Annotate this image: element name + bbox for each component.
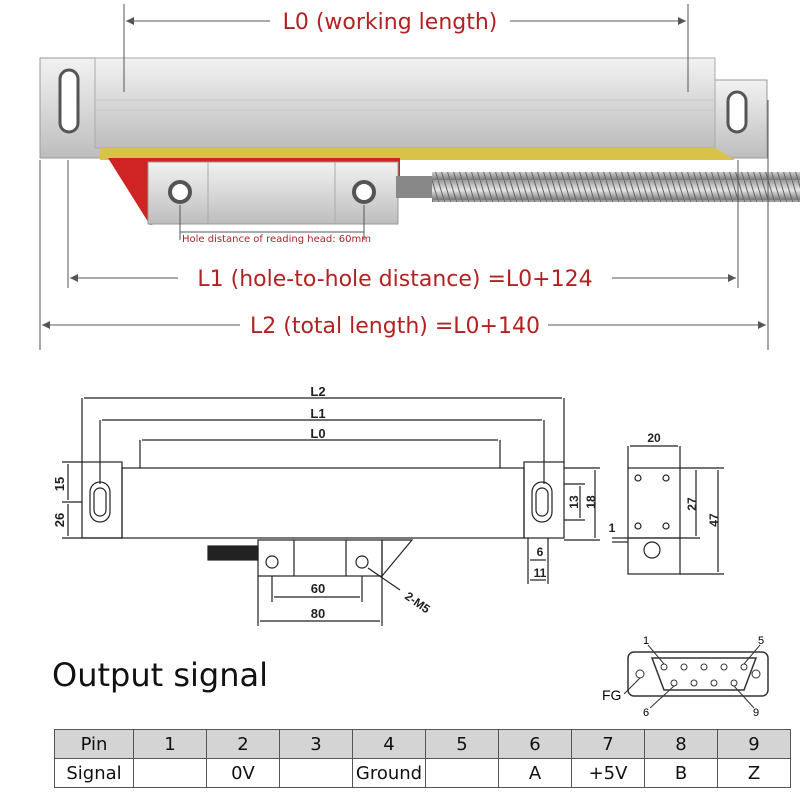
pin-cell: 8 <box>644 729 718 759</box>
signal-row: Signal 0V Ground A +5V B Z <box>54 758 791 788</box>
drawing-l2: L2 <box>310 384 325 399</box>
db9-connector: 1 5 6 9 FG <box>602 635 769 719</box>
head-hole-right <box>352 180 376 204</box>
pin-cell: 5 <box>425 729 499 759</box>
scale-photo: L0 (working length) Hole distance of rea… <box>39 4 800 350</box>
pin-cell: 3 <box>279 729 353 759</box>
pin-row-label: Pin <box>54 729 134 759</box>
pin-row: Pin 1 2 3 4 5 6 7 8 9 <box>54 729 791 759</box>
scale-body <box>94 57 716 149</box>
pin5-label: 5 <box>758 635 764 647</box>
signal-cell: A <box>498 758 572 788</box>
fg-label: FG <box>602 687 621 703</box>
drawing-18: 18 <box>584 495 598 509</box>
left-mount-slot <box>58 68 80 134</box>
pin9-label: 9 <box>753 707 759 719</box>
head-note: Hole distance of reading head: 60mm <box>182 234 371 245</box>
drawing-l0: L0 <box>310 426 325 441</box>
drawing-47: 47 <box>707 513 721 527</box>
drawing-1: 1 <box>609 521 616 535</box>
cable-gland <box>396 176 436 198</box>
signal-cell <box>279 758 353 788</box>
armored-cable <box>432 172 800 202</box>
drawing-15: 15 <box>52 477 67 491</box>
pin-cell: 1 <box>133 729 207 759</box>
l2-label: L2 (total length) =L0+140 <box>250 314 540 339</box>
pin-cell: 9 <box>717 729 791 759</box>
technical-drawing <box>62 397 724 626</box>
drawing-l1: L1 <box>310 406 325 421</box>
pin-cell: 7 <box>571 729 645 759</box>
pin-cell: 2 <box>206 729 280 759</box>
right-mount-slot <box>726 90 748 134</box>
drawing-left-cap <box>81 461 123 539</box>
l1-label: L1 (hole-to-hole distance) =L0+124 <box>197 267 592 292</box>
signal-cell: B <box>644 758 718 788</box>
drawing-m5: 2-M5 <box>402 589 433 616</box>
seal-strip <box>100 148 735 160</box>
pin-table: Pin 1 2 3 4 5 6 7 8 9 Signal 0V Ground A… <box>54 729 791 788</box>
signal-cell: +5V <box>571 758 645 788</box>
output-signal-title: Output signal <box>52 656 268 694</box>
signal-cell <box>133 758 207 788</box>
drawing-27: 27 <box>685 497 699 511</box>
drawing-body <box>121 467 525 539</box>
drawing-60: 60 <box>311 581 325 596</box>
drawing-11: 11 <box>534 566 547 580</box>
signal-cell: Ground <box>352 758 426 788</box>
signal-cell: 0V <box>206 758 280 788</box>
drawing-26: 26 <box>52 513 67 527</box>
signal-row-label: Signal <box>54 758 134 788</box>
signal-cell: Z <box>717 758 791 788</box>
l0-label: L0 (working length) <box>283 10 498 35</box>
pin6-label: 6 <box>643 707 649 719</box>
pin-cell: 6 <box>498 729 572 759</box>
head-hole-left <box>168 180 192 204</box>
pin1-label: 1 <box>643 635 649 647</box>
signal-cell <box>425 758 499 788</box>
drawing-80: 80 <box>311 606 325 621</box>
drawing-20: 20 <box>647 431 661 445</box>
drawing-13: 13 <box>567 495 581 509</box>
drawing-6: 6 <box>537 545 544 559</box>
pin-cell: 4 <box>352 729 426 759</box>
